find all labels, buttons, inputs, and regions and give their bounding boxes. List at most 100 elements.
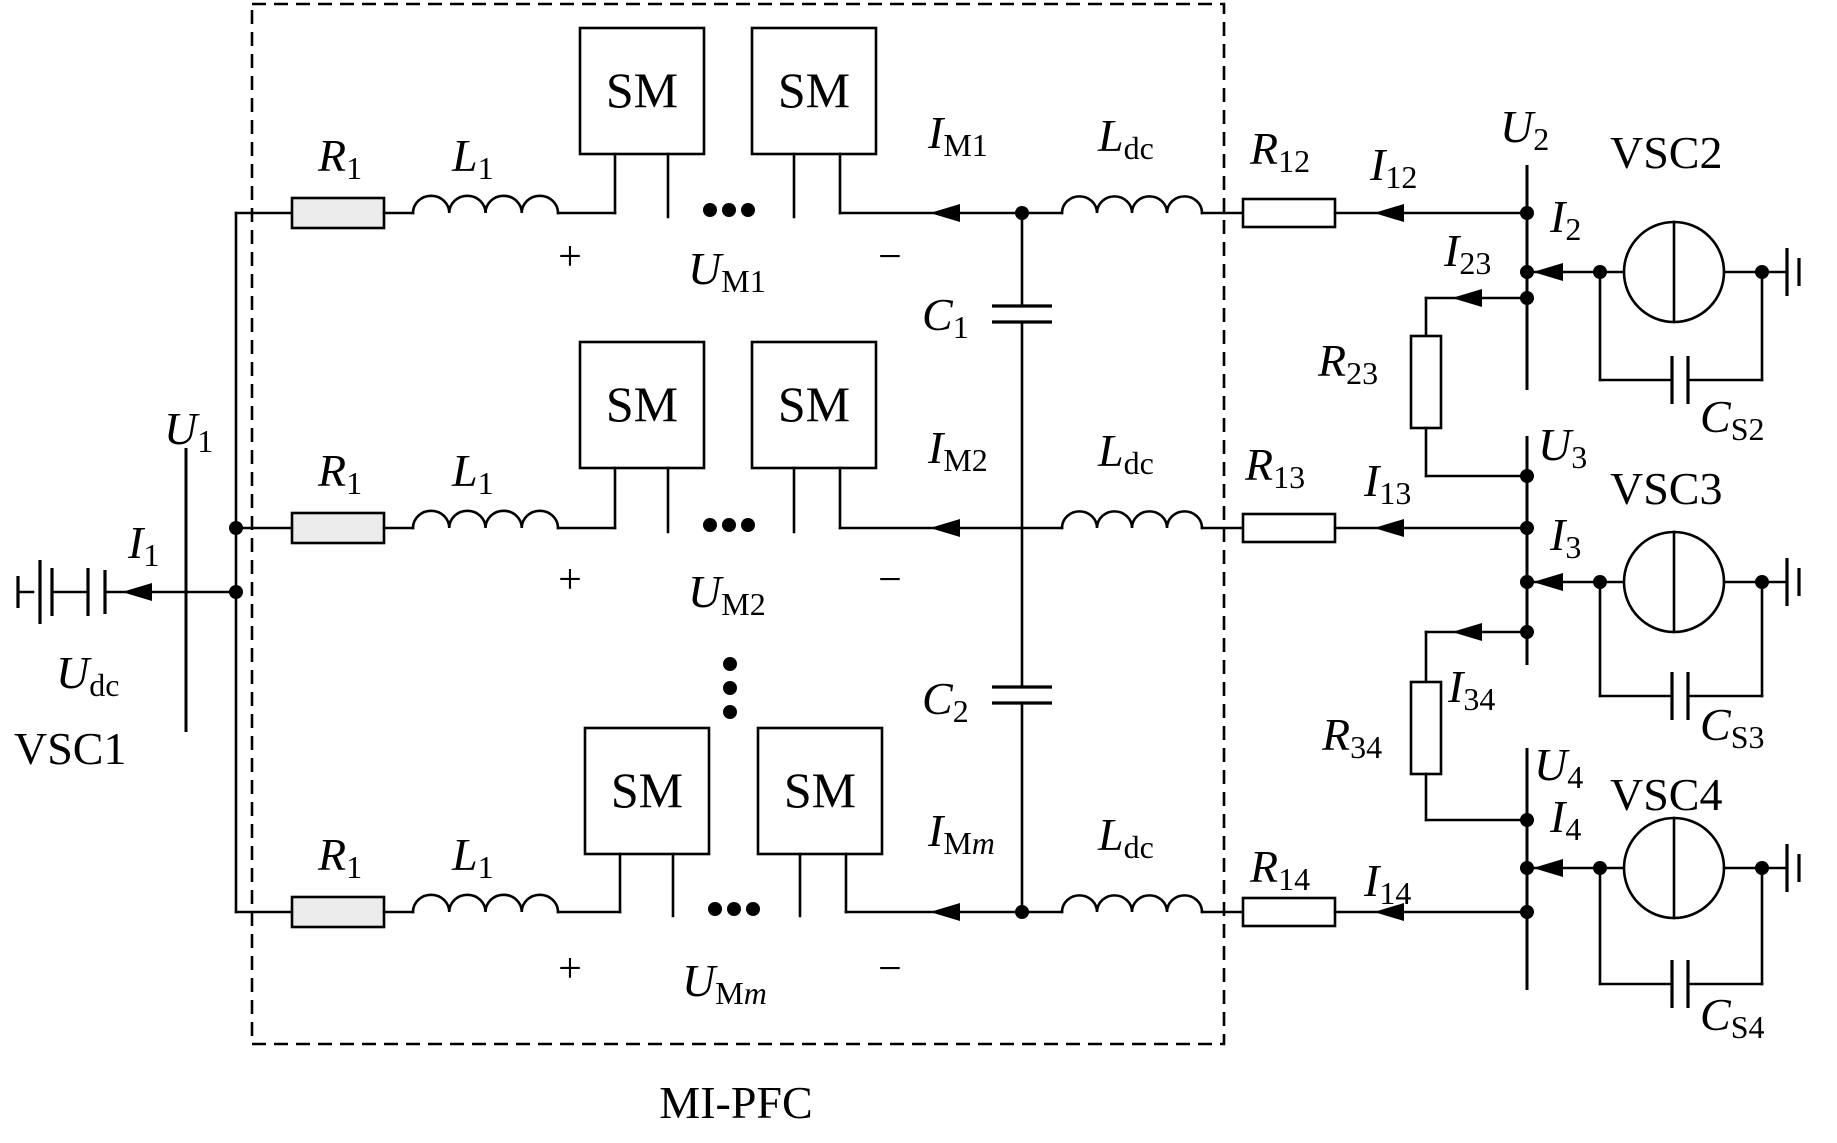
sm-box-a-m1	[578, 26, 706, 156]
label-u-m2: UM2	[688, 566, 766, 622]
label-u-mm-sub: M	[715, 975, 743, 1011]
label-i1: I1	[127, 517, 159, 573]
minus-m1: −	[878, 234, 902, 280]
label-ldc-m2: Ldc	[1097, 425, 1154, 481]
label-u1-main: U	[164, 403, 200, 454]
label-r12-main: R	[1249, 123, 1278, 174]
label-l1-m1-main: L	[451, 130, 478, 181]
label-cs4-sub: S4	[1731, 1009, 1765, 1045]
sm-box-b-m1	[750, 26, 878, 156]
label-u4-main: U	[1534, 739, 1570, 790]
label-r1-m2-sub: 1	[346, 465, 362, 501]
arrow-i4	[1533, 859, 1563, 877]
label-r34: R34	[1321, 709, 1382, 765]
plus-m2: +	[558, 557, 582, 603]
label-r13-sub: 13	[1273, 459, 1305, 495]
sm-box-a-mm	[583, 726, 711, 856]
sm-box-a-m2	[578, 340, 706, 470]
label-r12: R12	[1249, 123, 1310, 179]
label-r13: R13	[1244, 439, 1305, 495]
label-i4: I4	[1549, 791, 1581, 847]
inductor-l1-mm	[411, 893, 560, 914]
label-i14: I14	[1363, 855, 1411, 911]
label-c2-main: C	[922, 673, 954, 724]
label-l1-mm: L1	[451, 829, 494, 885]
arrow-i-mm	[930, 903, 960, 921]
label-l1-mm-main: L	[451, 829, 478, 880]
label-i23: I23	[1443, 225, 1491, 281]
label-c2-sub: 2	[953, 693, 969, 729]
label-i13-main: I	[1363, 455, 1382, 506]
label-vsc3: VSC3	[1610, 463, 1722, 514]
label-l1-m1: L1	[451, 130, 494, 186]
inductor-l1-m1	[411, 194, 560, 215]
label-u-m2-sub: M2	[721, 586, 765, 622]
label-u-m1-sub: M1	[721, 263, 765, 299]
vertical-ellipsis-2	[723, 705, 737, 719]
label-u3-sub: 3	[1571, 439, 1587, 475]
arrow-line-m2	[1374, 519, 1404, 537]
ellipsis-mm-1	[727, 902, 741, 916]
arrow-i23	[1452, 289, 1482, 307]
sm-box-a-m2-label: SM	[606, 376, 678, 432]
label-i12-main: I	[1369, 139, 1388, 190]
label-i2-sub: 2	[1565, 211, 1581, 247]
label-r34-main: R	[1321, 709, 1350, 760]
label-udc: Udc	[56, 647, 119, 703]
label-i13: I13	[1363, 455, 1411, 511]
label-i13-sub: 13	[1379, 475, 1411, 511]
label-r1-m1-main: R	[317, 130, 346, 181]
label-u-m2-main: U	[688, 566, 724, 617]
ellipsis-m2-0	[703, 518, 717, 532]
sm-box-b-m1-label: SM	[778, 62, 850, 118]
label-cs2: CS2	[1700, 391, 1764, 447]
vertical-ellipsis-1	[723, 681, 737, 695]
ellipsis-m1-1	[722, 203, 736, 217]
arrow-line-mm	[1374, 903, 1404, 921]
label-r1-m2: R1	[317, 445, 362, 501]
label-i34-main: I	[1447, 661, 1466, 712]
label-r1-m1: R1	[317, 130, 362, 186]
arrow-i1	[122, 583, 152, 601]
label-i3-sub: 3	[1565, 529, 1581, 565]
label-i14-main: I	[1363, 855, 1382, 906]
inductor-ldc-m1	[1060, 195, 1204, 215]
label-i34-sub: 34	[1463, 681, 1495, 717]
label-c1-sub: 1	[953, 309, 969, 345]
label-r1-mm-sub: 1	[346, 849, 362, 885]
label-cs4: CS4	[1700, 989, 1764, 1045]
label-i3: I3	[1549, 509, 1581, 565]
node-r34-bottom	[1520, 813, 1534, 827]
label-cs3-sub: S3	[1731, 719, 1765, 755]
label-u1-sub: 1	[197, 423, 213, 459]
label-r1-mm: R1	[317, 829, 362, 885]
label-udc-sub: dc	[89, 667, 119, 703]
ellipsis-mm-0	[708, 902, 722, 916]
vertical-ellipsis-0	[723, 657, 737, 671]
inductor-ldc-m2	[1060, 510, 1204, 530]
label-r13-main: R	[1244, 439, 1273, 490]
label-i-mm-main: I	[927, 805, 946, 856]
sm-box-b-m2	[750, 340, 878, 470]
sm-box-a-m1-label: SM	[606, 62, 678, 118]
mipfc-boundary	[250, 2, 1226, 1046]
label-r34-sub: 34	[1350, 729, 1382, 765]
label-cs2-main: C	[1700, 391, 1732, 442]
inductor-ldc-mm	[1060, 894, 1204, 914]
plus-mm: +	[558, 946, 582, 992]
label-u4-sub: 4	[1567, 759, 1583, 795]
arrow-i34	[1452, 623, 1482, 641]
ellipsis-m2-1	[722, 518, 736, 532]
label-udc-main: U	[56, 647, 92, 698]
ellipsis-m1-0	[703, 203, 717, 217]
label-cs3-main: C	[1700, 699, 1732, 750]
label-i-m1-main: I	[927, 107, 946, 158]
label-ldc-mm-sub: dc	[1124, 829, 1154, 865]
label-i-m2-sub: M2	[943, 442, 987, 478]
label-cs3: CS3	[1700, 699, 1764, 755]
resistor-r1-mm	[290, 895, 386, 929]
ellipsis-mm-2	[746, 902, 760, 916]
plus-m1: +	[558, 234, 582, 280]
label-r23-main: R	[1317, 335, 1346, 386]
arrow-i-m2	[930, 519, 960, 537]
